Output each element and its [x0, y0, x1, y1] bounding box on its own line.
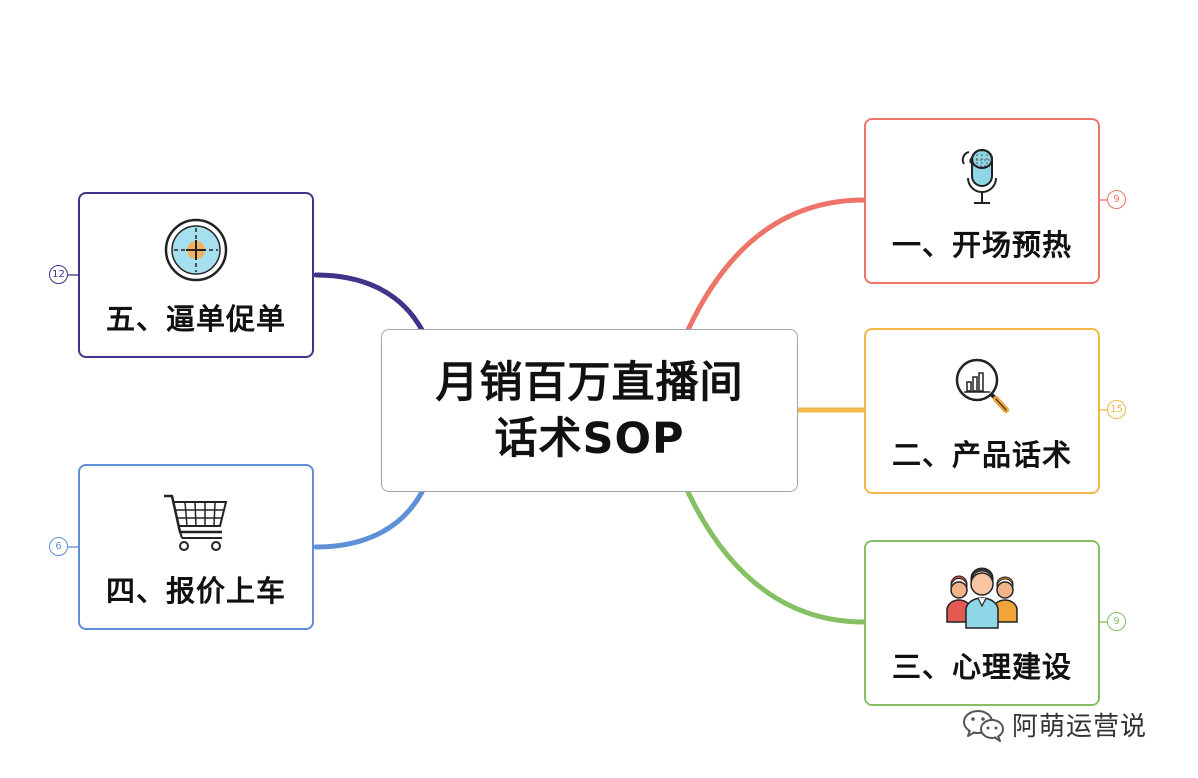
wechat-icon — [963, 709, 1004, 742]
branch-label: 四、报价上车 — [105, 574, 286, 608]
central-topic-line1: 月销百万直播间 — [435, 357, 744, 408]
count-badge[interactable]: 12 — [49, 265, 68, 284]
clock-target-icon — [164, 218, 228, 282]
magnifier-chart-icon — [955, 358, 1009, 413]
central-topic-line2: 话术SOP — [494, 413, 685, 464]
branch-label: 三、心理建设 — [891, 650, 1072, 684]
shopping-cart-icon — [164, 494, 228, 551]
count-badge[interactable]: 15 — [1107, 400, 1126, 419]
branch-label: 五、逼单促单 — [105, 302, 286, 336]
central-topic[interactable]: 月销百万直播间 话术SOP — [381, 329, 798, 492]
count-badge[interactable]: 9 — [1107, 190, 1126, 209]
watermark-text: 阿萌运营说 — [1012, 712, 1148, 742]
microphone-icon — [961, 149, 997, 204]
count-badge[interactable]: 6 — [49, 537, 68, 556]
branch-label: 一、开场预热 — [891, 228, 1072, 262]
branch-opening-warmup[interactable]: 一、开场预热 — [864, 118, 1100, 284]
branch-product-script[interactable]: 二、产品话术 — [864, 328, 1100, 494]
watermark: 阿萌运营说 — [962, 706, 1147, 743]
branch-label: 二、产品话术 — [891, 438, 1072, 472]
branch-push-close-order[interactable]: 五、逼单促单 — [78, 192, 314, 358]
count-badge[interactable]: 9 — [1107, 612, 1126, 631]
people-group-icon — [946, 567, 1018, 629]
branch-psychology-building[interactable]: 三、心理建设 — [864, 540, 1100, 706]
branch-quote-checkout[interactable]: 四、报价上车 — [78, 464, 314, 630]
